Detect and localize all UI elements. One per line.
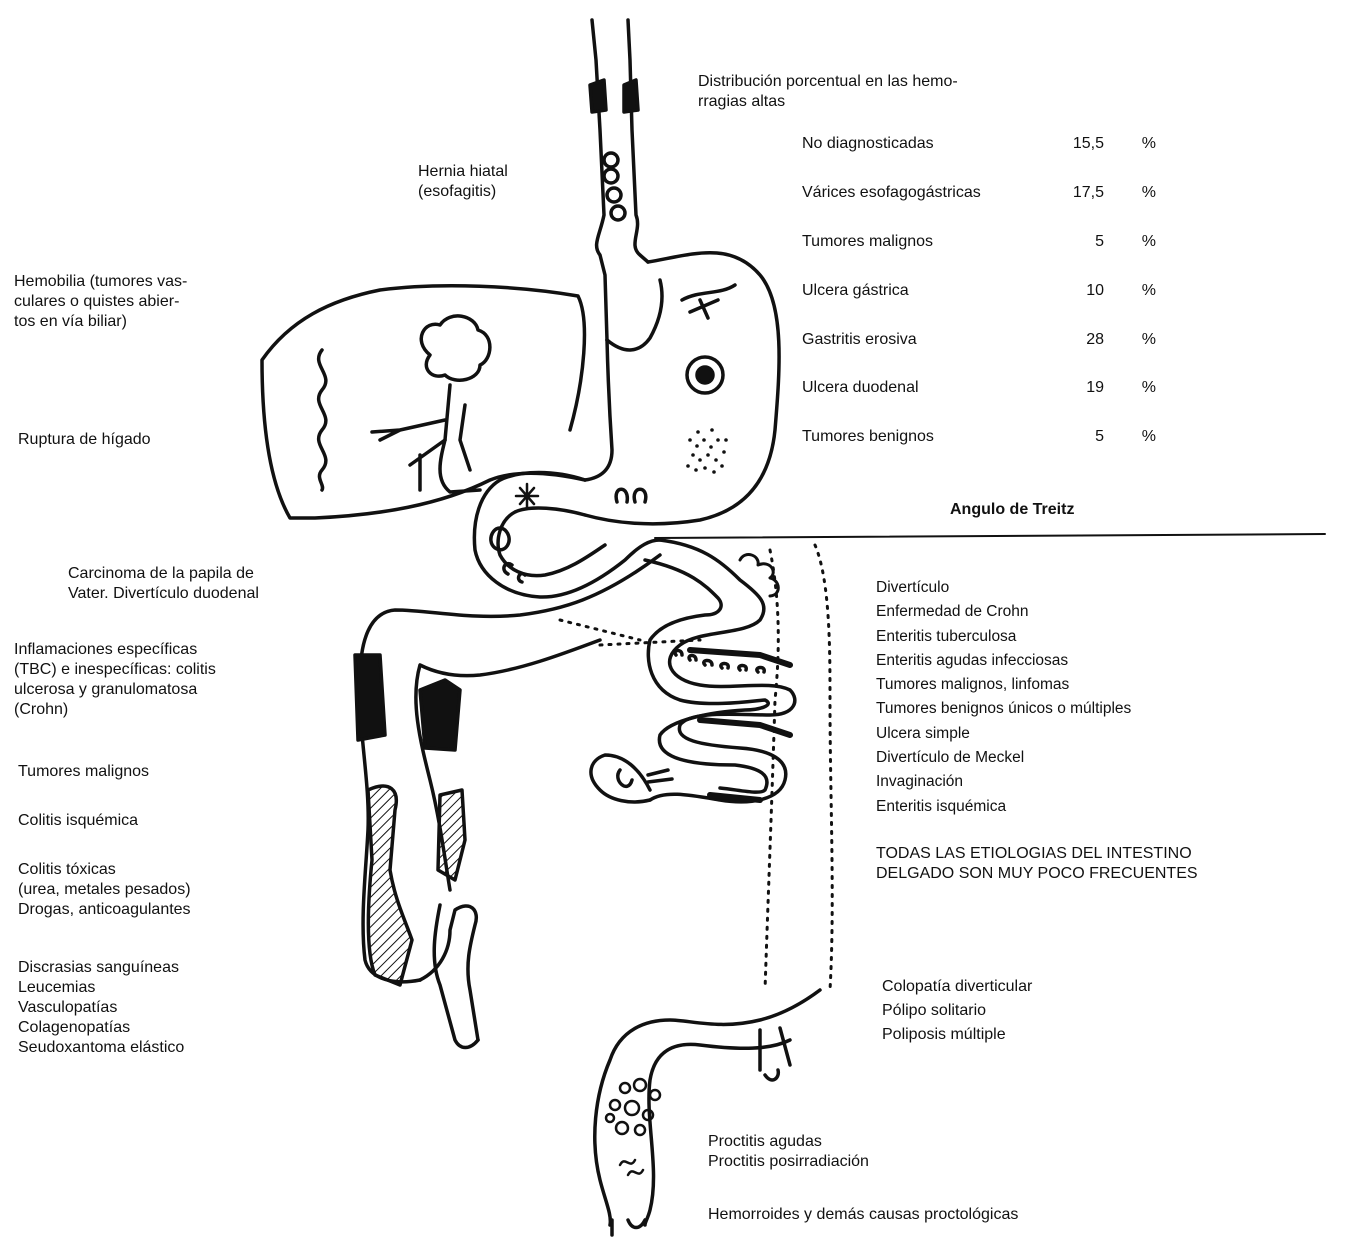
treitz-label: Angulo de Treitz: [950, 500, 1074, 520]
list-item: No diagnosticadas 15,5 %: [802, 135, 1162, 159]
discrasias-label: Discrasias sanguíneas Leucemias Vasculop…: [18, 958, 184, 1058]
stomach-dots: [686, 428, 728, 474]
list-item: Várices esofagogástricas 17,5 %: [802, 184, 1162, 208]
cause-unit: %: [1142, 379, 1156, 397]
cause-value: 28: [1086, 331, 1104, 349]
list-item: Ulcera gástrica 10 %: [802, 282, 1162, 306]
list-item: Gastritis erosiva 28 %: [802, 331, 1162, 355]
cause-name: No diagnosticadas: [802, 135, 934, 153]
cause-value: 17,5: [1073, 184, 1104, 202]
colon-causes: Colopatía diverticular Pólipo solitario …: [882, 975, 1032, 1047]
colitis-isquemica-label: Colitis isquémica: [18, 811, 138, 831]
cause-name: Tumores benignos: [802, 428, 934, 446]
upper-title: Distribución porcentual en las hemo- rra…: [698, 72, 958, 112]
cause-name: Ulcera gástrica: [802, 282, 909, 300]
cause-name: Gastritis erosiva: [802, 331, 917, 349]
small-bowel-causes: Divertículo Enfermedad de Crohn Enteriti…: [876, 576, 1131, 819]
stomach: [585, 253, 779, 524]
ruptura-label: Ruptura de hígado: [18, 430, 151, 450]
carcinoma-label: Carcinoma de la papila de Vater. Divertí…: [68, 564, 259, 604]
rectum: [595, 990, 820, 1235]
list-item: Tumores malignos 5 %: [802, 233, 1162, 257]
cause-value: 19: [1086, 379, 1104, 397]
esophagus: [590, 20, 648, 340]
duodenum: [474, 473, 660, 598]
hemorroides-label: Hemorroides y demás causas proctológicas: [708, 1205, 1018, 1225]
cause-unit: %: [1142, 331, 1156, 349]
cause-unit: %: [1142, 428, 1156, 446]
inflamaciones-label: Inflamaciones específicas (TBC) e inespe…: [14, 640, 216, 720]
hernia-label: Hernia hiatal (esofagitis): [418, 162, 508, 202]
list-item: Ulcera duodenal 19 %: [802, 379, 1162, 403]
cause-unit: %: [1142, 233, 1156, 251]
cause-name: Ulcera duodenal: [802, 379, 919, 397]
cause-value: 10: [1086, 282, 1104, 300]
cause-value: 5: [1095, 233, 1104, 251]
dotted-outline: [560, 545, 832, 990]
tumores-label: Tumores malignos: [18, 762, 149, 782]
cause-unit: %: [1142, 135, 1156, 153]
cause-value: 5: [1095, 428, 1104, 446]
cause-value: 15,5: [1073, 135, 1104, 153]
colon: [355, 555, 660, 1048]
cause-name: Várices esofagogástricas: [802, 184, 981, 202]
proctitis-label: Proctitis agudas Proctitis posirradiació…: [708, 1132, 869, 1172]
cause-name: Tumores malignos: [802, 233, 933, 251]
list-item: Tumores benignos 5 %: [802, 428, 1162, 452]
treitz-line: [655, 534, 1325, 538]
colitis-toxicas-label: Colitis tóxicas (urea, metales pesados) …: [18, 860, 191, 920]
cause-unit: %: [1142, 282, 1156, 300]
liver: [262, 286, 585, 518]
cause-unit: %: [1142, 184, 1156, 202]
small-bowel-note: TODAS LAS ETIOLOGIAS DEL INTESTINO DELGA…: [876, 844, 1198, 884]
hemobilia-label: Hemobilia (tumores vas- culares o quiste…: [14, 272, 187, 332]
